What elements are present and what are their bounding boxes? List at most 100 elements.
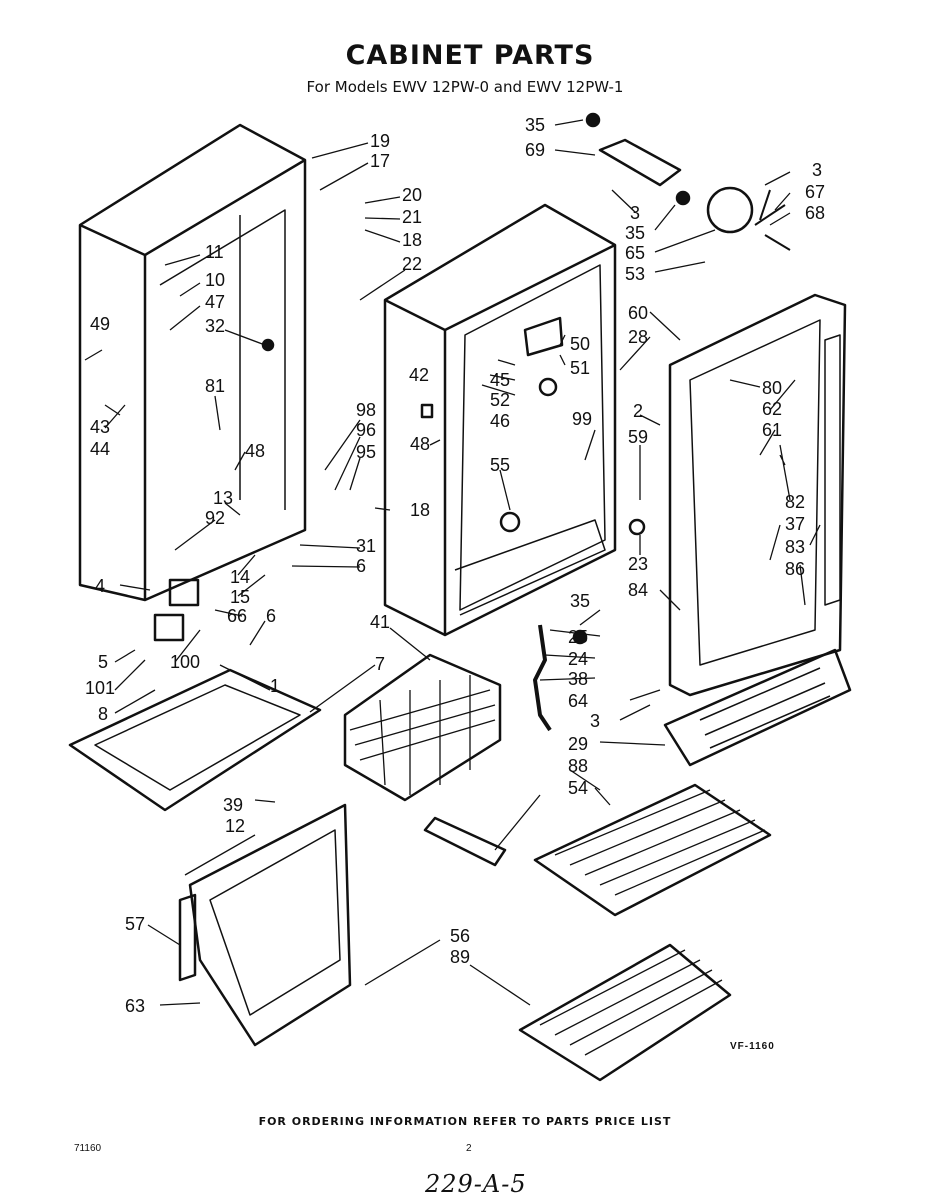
callout-label: 55 xyxy=(490,455,510,475)
callout-label: 8 xyxy=(98,704,108,724)
callout-label: 63 xyxy=(125,996,145,1016)
callout-label: 29 xyxy=(568,734,588,754)
callout-label: 7 xyxy=(375,654,385,674)
callout-label: 41 xyxy=(370,612,390,632)
callout-label: 89 xyxy=(450,947,470,967)
callout-label: 64 xyxy=(568,691,588,711)
handwritten-note: 229-A-5 xyxy=(425,1170,527,1198)
callout-label: 51 xyxy=(570,358,590,378)
callout-label: 23 xyxy=(628,554,648,574)
callout-label: 88 xyxy=(568,756,588,776)
callout-label: 6 xyxy=(356,556,366,576)
callout-label: 19 xyxy=(370,131,390,151)
callout-label: 92 xyxy=(205,508,225,528)
callout-label: 11 xyxy=(205,242,224,262)
callout-label: 24 xyxy=(568,649,588,669)
fan-motor xyxy=(706,186,754,234)
callout-label: 44 xyxy=(90,439,110,459)
callout-label: 98 xyxy=(356,400,376,420)
callout-label: 17 xyxy=(370,151,390,171)
callout-label: 68 xyxy=(805,203,825,223)
callout-label: 2 xyxy=(633,401,643,421)
callout-label: 18 xyxy=(410,500,430,520)
callout-label: 35 xyxy=(625,223,645,243)
callout-label: 37 xyxy=(785,514,805,534)
callout-label: 6 xyxy=(266,606,276,626)
figure-code: VF-1160 xyxy=(730,1041,775,1052)
callout-label: 48 xyxy=(245,441,265,461)
callout-label: 45 xyxy=(490,370,510,390)
lower-shelf xyxy=(518,943,732,1082)
callout-label: 3 xyxy=(630,203,640,223)
callout-label: 54 xyxy=(568,778,588,798)
inner-liner xyxy=(383,203,617,637)
basket xyxy=(343,653,502,802)
callout-label: 84 xyxy=(628,580,648,600)
kick-plate xyxy=(188,803,352,1047)
callout-labels: 19 17 20 21 18 22 11 10 47 32 49 81 48 4… xyxy=(85,115,825,1016)
hinge-bracket xyxy=(598,138,682,187)
callout-label: 42 xyxy=(409,365,429,385)
callout-label: 50 xyxy=(570,334,590,354)
callout-label: 12 xyxy=(225,816,245,836)
callout-label: 25 xyxy=(568,627,588,647)
callout-label: 56 xyxy=(450,926,470,946)
drain-tube xyxy=(533,624,552,732)
callout-label: 31 xyxy=(356,536,376,556)
callout-label: 95 xyxy=(356,442,376,462)
page-subtitle: For Models EWV 12PW-0 and EWV 12PW-1 xyxy=(306,78,624,96)
callout-label: 67 xyxy=(805,182,825,202)
callout-label: 38 xyxy=(568,669,588,689)
grille xyxy=(663,648,852,767)
callout-label: 14 xyxy=(230,567,250,587)
callout-label: 47 xyxy=(205,292,225,312)
callout-label: 3 xyxy=(812,160,822,180)
callout-label: 80 xyxy=(762,378,782,398)
callout-label: 101 xyxy=(85,678,115,698)
door-panel xyxy=(668,293,847,697)
callout-label: 86 xyxy=(785,559,805,579)
drip-tray xyxy=(68,668,322,812)
page-number: 2 xyxy=(466,1143,472,1154)
callout-label: 22 xyxy=(402,254,422,274)
callout-label: 49 xyxy=(90,314,110,334)
document-code: 71160 xyxy=(74,1143,102,1154)
callout-label: 20 xyxy=(402,185,422,205)
callout-label: 69 xyxy=(525,140,545,160)
callout-label: 15 xyxy=(230,587,250,607)
callout-label: 13 xyxy=(213,488,233,508)
callout-label: 61 xyxy=(762,420,782,440)
callout-label: 10 xyxy=(205,270,225,290)
callout-label: 60 xyxy=(628,303,648,323)
callout-label: 99 xyxy=(572,409,592,429)
callout-label: 4 xyxy=(95,576,105,596)
callout-label: 43 xyxy=(90,417,110,437)
callout-label: 65 xyxy=(625,243,645,263)
shelf-front-strip xyxy=(423,816,507,867)
callout-label: 52 xyxy=(490,390,510,410)
callout-label: 5 xyxy=(98,652,108,672)
callout-label: 100 xyxy=(170,652,200,672)
callout-label: 53 xyxy=(625,264,645,284)
callout-label: 1 xyxy=(270,676,280,696)
callout-label: 82 xyxy=(785,492,805,512)
page-title: CABINET PARTS xyxy=(345,40,595,71)
callout-label: 48 xyxy=(410,434,430,454)
callout-label: 39 xyxy=(223,795,243,815)
callout-label: 83 xyxy=(785,537,805,557)
callout-label: 57 xyxy=(125,914,145,934)
callout-label: 32 xyxy=(205,316,225,336)
callout-label: 59 xyxy=(628,427,648,447)
callout-label: 21 xyxy=(402,207,422,227)
outer-cabinet-shell xyxy=(78,123,307,602)
callout-label: 81 xyxy=(205,376,225,396)
callout-label: 62 xyxy=(762,399,782,419)
callout-label: 35 xyxy=(525,115,545,135)
callout-label: 66 xyxy=(227,606,247,626)
upper-shelf xyxy=(533,783,772,917)
callout-label: 18 xyxy=(402,230,422,250)
callout-label: 28 xyxy=(628,327,648,347)
callout-label: 46 xyxy=(490,411,510,431)
ordering-footer: FOR ORDERING INFORMATION REFER TO PARTS … xyxy=(258,1115,672,1128)
